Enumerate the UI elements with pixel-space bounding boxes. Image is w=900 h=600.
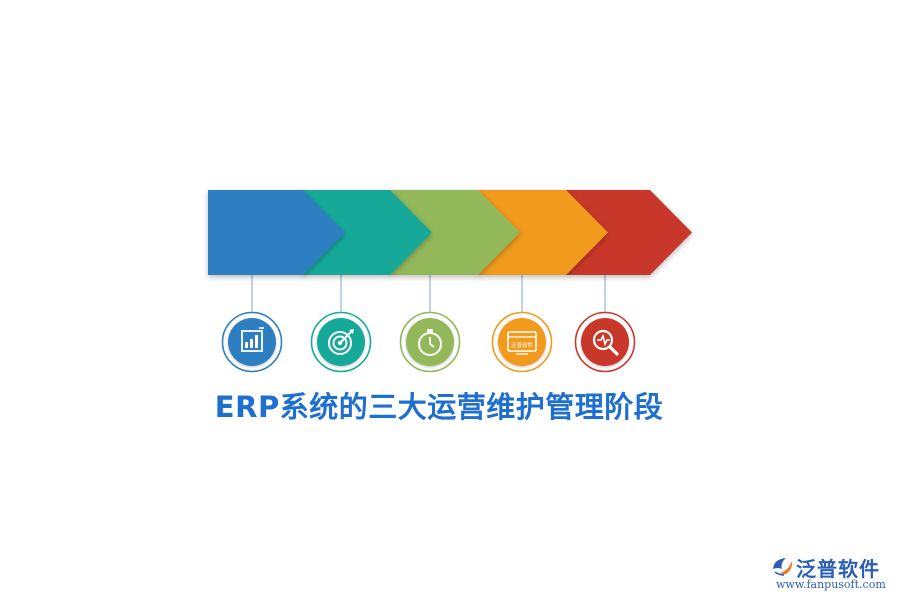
watermark-url: www.fanpusoft.com [776, 578, 886, 591]
connector-lines [251, 275, 606, 312]
diagram-title: ERP系统的三大运营维护管理阶段 [214, 390, 664, 424]
watermark: 泛普软件 www.fanpusoft.com [770, 553, 895, 593]
fanpu-logo-icon [773, 558, 793, 576]
stopwatch-icon [399, 311, 461, 373]
magnifier-icon [574, 311, 636, 373]
arrow-segment-2 [300, 190, 432, 275]
product-board-icon: 泛普软件 [491, 311, 553, 373]
product-board-label: 泛普软件 [511, 341, 534, 349]
arrow-segment-4 [476, 190, 608, 275]
arrow-segments [208, 190, 692, 275]
target-icon [310, 311, 372, 373]
bar-chart-icon [221, 311, 283, 373]
arrow-segment-1 [208, 190, 345, 275]
watermark-name: 泛普软件 [796, 557, 880, 581]
stage-icons: 泛普软件 [221, 311, 636, 373]
arrow-segment-3 [388, 190, 520, 275]
arrow-segment-5 [565, 190, 692, 275]
